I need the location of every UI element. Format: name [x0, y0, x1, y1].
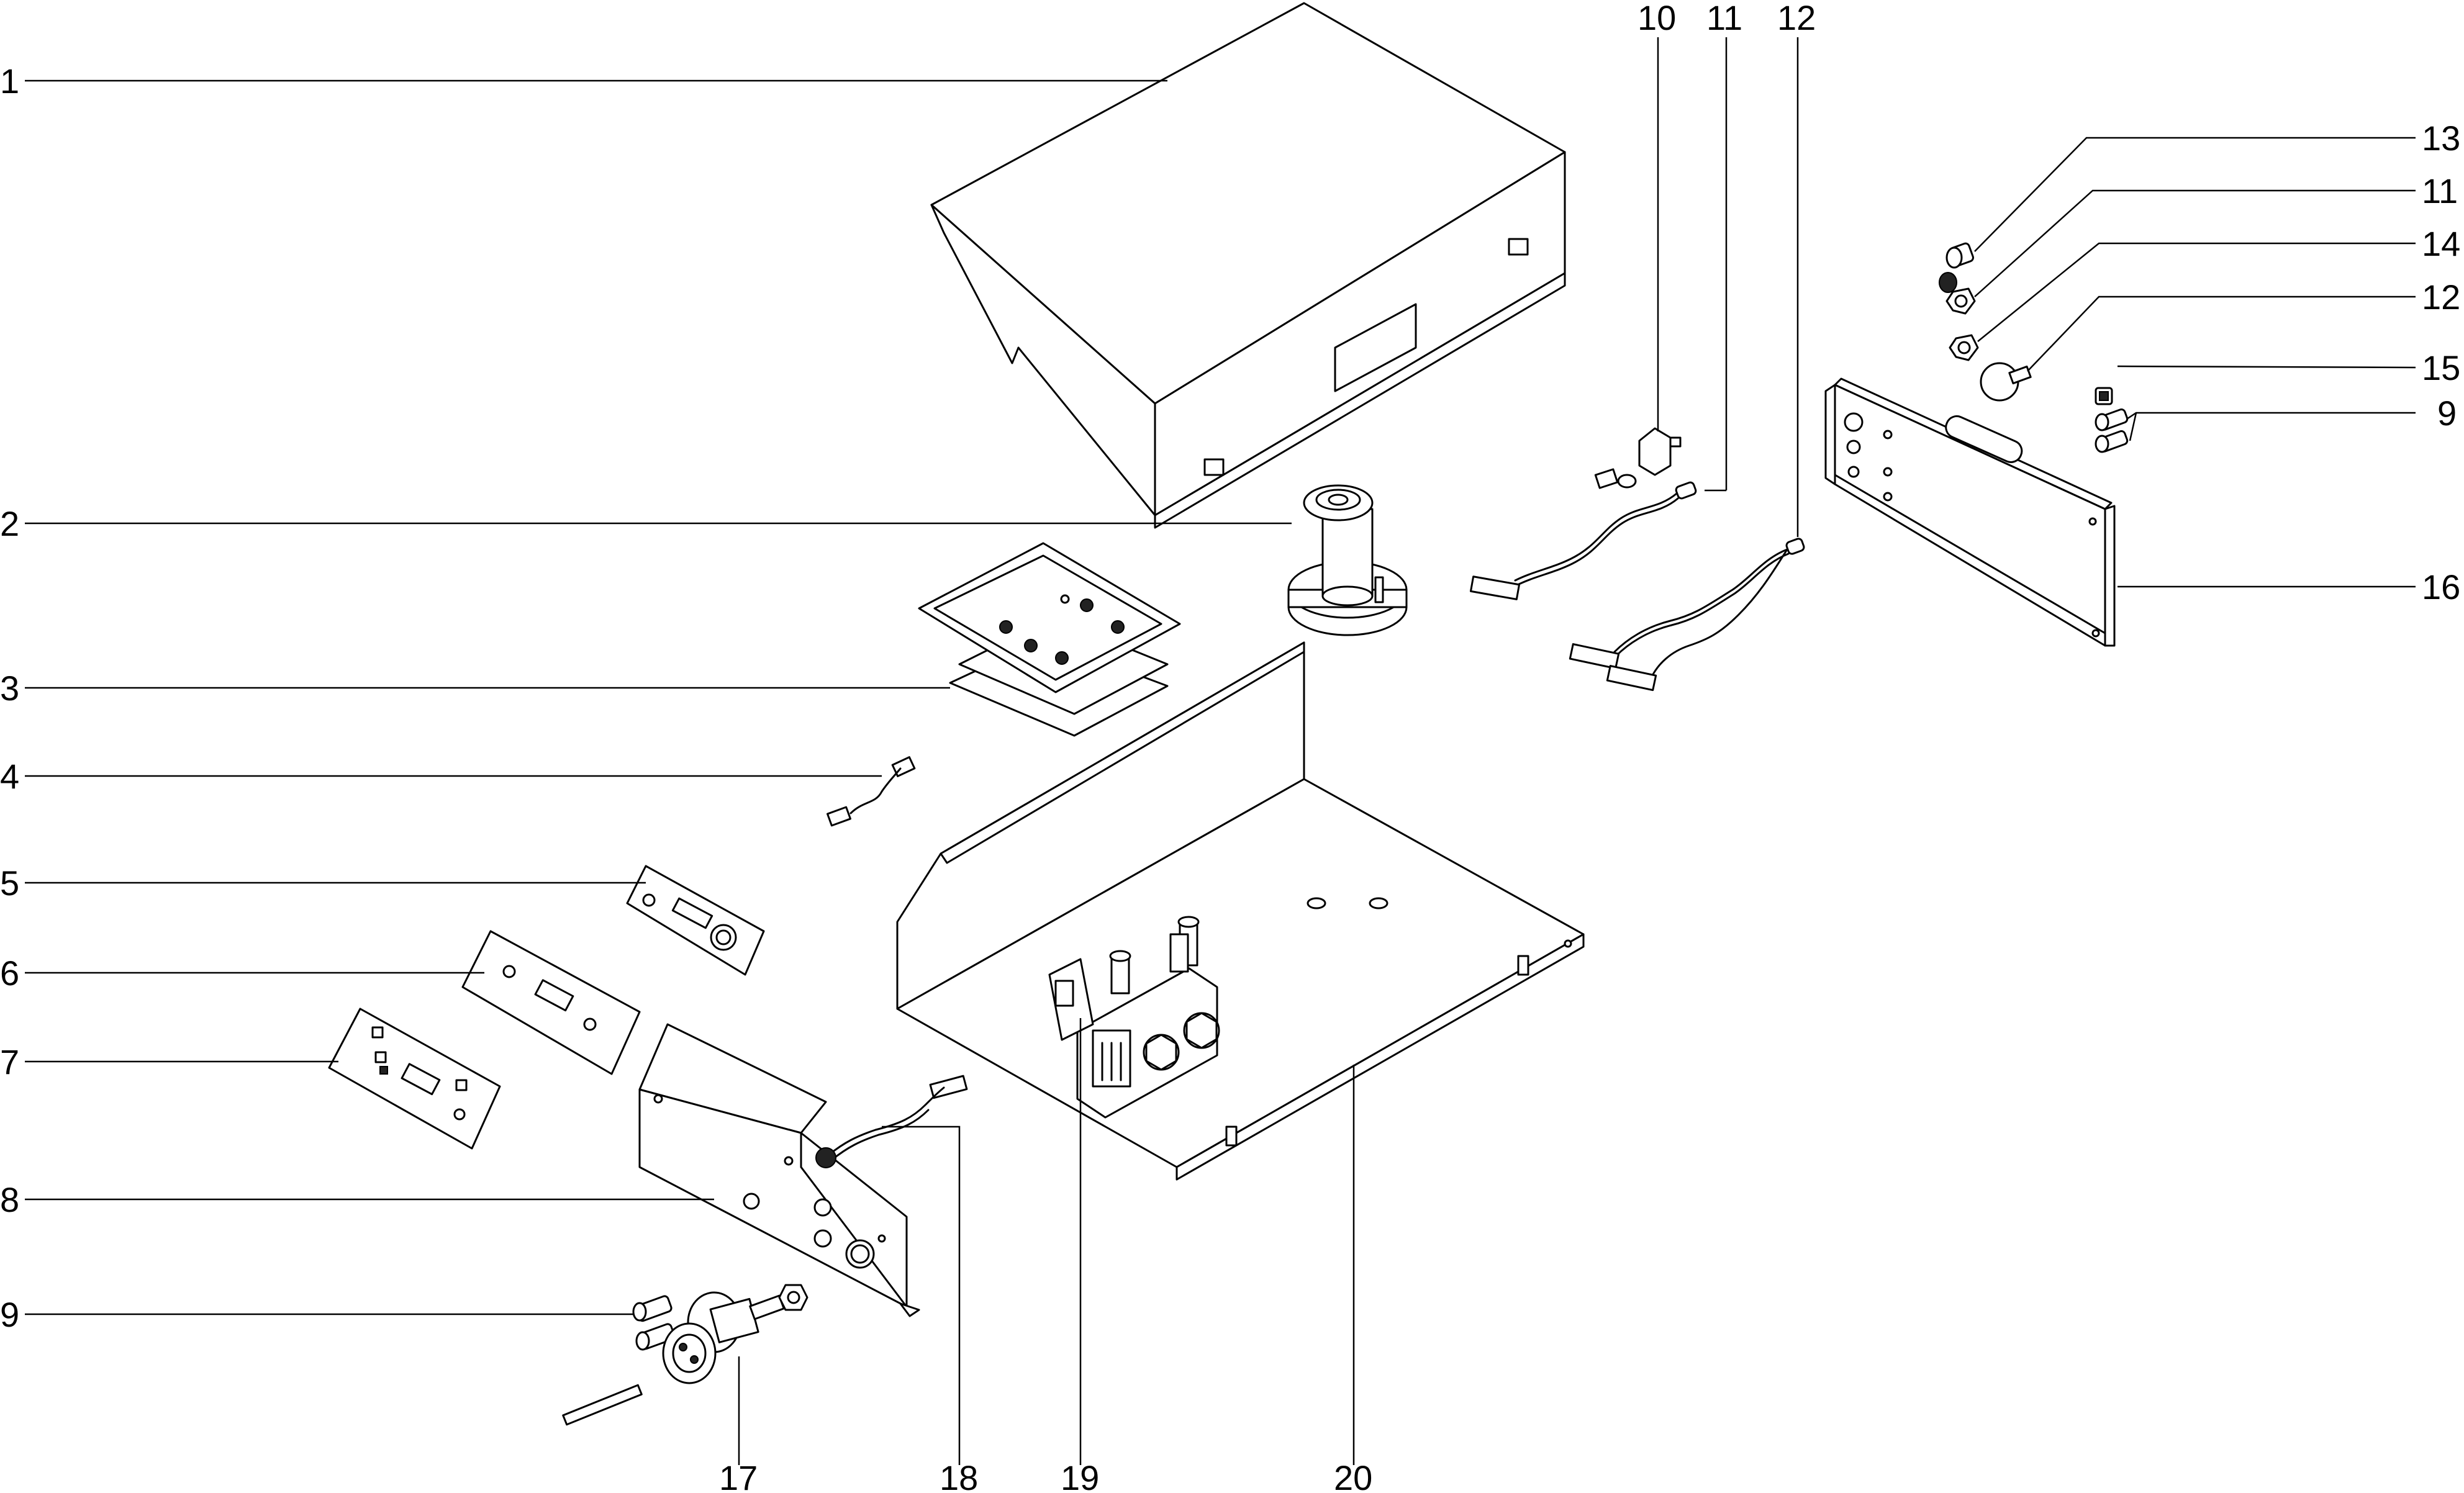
callout-20: 20 — [1334, 1458, 1372, 1493]
callout-16: 16 — [2422, 567, 2460, 607]
callout-15: 15 — [2422, 348, 2460, 387]
callout-9-left: 9 — [0, 1295, 19, 1334]
callout-12-top: 12 — [1777, 0, 1816, 37]
callout-14: 14 — [2422, 224, 2460, 263]
callout-8: 8 — [0, 1180, 19, 1219]
rear-small-parts — [1939, 242, 2129, 453]
wire-feeder — [1048, 916, 1220, 1119]
cable-harness-12 — [1569, 538, 1805, 692]
callout-19: 19 — [1061, 1458, 1099, 1493]
connectors-left — [632, 1295, 676, 1351]
callout-4: 4 — [0, 757, 19, 796]
base-tray — [896, 641, 1585, 1181]
callout-13: 13 — [2422, 119, 2460, 158]
control-panel-small — [626, 865, 765, 976]
callout-2: 2 — [0, 504, 19, 543]
callout-1: 1 — [0, 61, 19, 101]
small-cable — [827, 756, 916, 827]
callout-17: 17 — [719, 1458, 758, 1493]
front-panel — [638, 1023, 920, 1317]
central-adapter — [562, 1284, 808, 1426]
rear-panel — [1824, 377, 2116, 647]
top-cover — [930, 2, 1566, 529]
callout-3: 3 — [0, 669, 19, 708]
solenoid-valve — [1594, 427, 1682, 489]
callout-11-right: 11 — [2422, 171, 2458, 210]
callout-7: 7 — [0, 1042, 19, 1081]
wire-spool-holder — [1287, 484, 1408, 636]
callout-18: 18 — [940, 1458, 978, 1493]
callout-6: 6 — [0, 954, 19, 993]
cable-harness-11 — [1469, 481, 1697, 600]
callout-5: 5 — [0, 864, 19, 903]
callout-12-right: 12 — [2422, 277, 2460, 317]
callout-10: 10 — [1637, 0, 1676, 37]
front-cable — [815, 1075, 968, 1168]
leader-lines — [25, 37, 2416, 1465]
switch-panel — [328, 1008, 501, 1150]
callout-11-top: 11 — [1706, 0, 1742, 37]
callout-9-right: 9 — [2437, 394, 2457, 433]
display-panel — [461, 930, 641, 1075]
circuit-board-stack — [918, 542, 1181, 737]
